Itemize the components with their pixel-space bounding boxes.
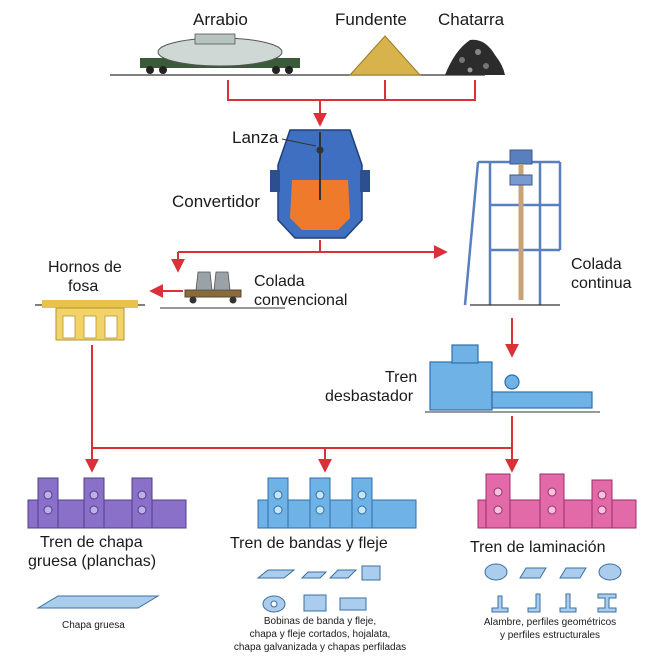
- scrap-pile-icon: [445, 39, 505, 75]
- section-mill-icon: [477, 473, 637, 529]
- label-convertidor: Convertidor: [172, 192, 260, 211]
- roughing-mill-icon: [425, 344, 600, 413]
- label-colada-conv-1: Colada: [254, 273, 305, 290]
- plate-mill-icon: [27, 477, 187, 529]
- label-bandas-mill: Tren de bandas y fleje: [230, 535, 388, 552]
- label-colada-continua-2: continua: [571, 275, 632, 292]
- label-desbastador-2: desbastador: [325, 388, 414, 405]
- label-bobinas-1: Bobinas de banda y fleje,: [263, 616, 377, 627]
- label-chapa-gruesa: Chapa gruesa: [62, 620, 125, 631]
- label-alambre-1: Alambre, perfiles geométricos: [483, 617, 617, 628]
- label-fundente: Fundente: [335, 10, 407, 29]
- label-arrabio: Arrabio: [193, 10, 248, 29]
- torpedo-car-icon: [140, 33, 300, 74]
- label-colada-conv-2: convencional: [254, 292, 348, 309]
- continuous-caster-icon: [463, 149, 562, 306]
- section-products-icon: [484, 563, 622, 613]
- label-lanza: Lanza: [232, 128, 279, 147]
- label-chapa-mill-1: Tren de chapa: [40, 534, 143, 551]
- label-desbastador-1: Tren: [385, 369, 418, 386]
- strip-mill-icon: [257, 477, 417, 529]
- label-bobinas-3: chapa galvanizada y chapas perfiladas: [233, 642, 407, 653]
- label-alambre-2: y perfiles estructurales: [499, 630, 601, 641]
- label-hornos-1: Hornos de: [48, 259, 122, 276]
- label-chapa-mill-2: gruesa (planchas): [28, 553, 157, 570]
- label-hornos-2: fosa: [68, 278, 99, 295]
- label-chatarra: Chatarra: [438, 10, 505, 29]
- soaking-pit-icon: [35, 300, 145, 341]
- label-laminacion-mill: Tren de laminación: [470, 539, 606, 556]
- thick-plate-icon: [36, 595, 160, 609]
- ingot-wagon-icon: [184, 271, 242, 304]
- converter-vessel-icon: [270, 129, 370, 239]
- label-colada-continua-1: Colada: [571, 256, 622, 273]
- label-bobinas-2: chapa y fleje cortados, hojalata,: [249, 629, 391, 640]
- strip-products-icon: [256, 565, 381, 613]
- flux-pile-icon: [348, 35, 422, 76]
